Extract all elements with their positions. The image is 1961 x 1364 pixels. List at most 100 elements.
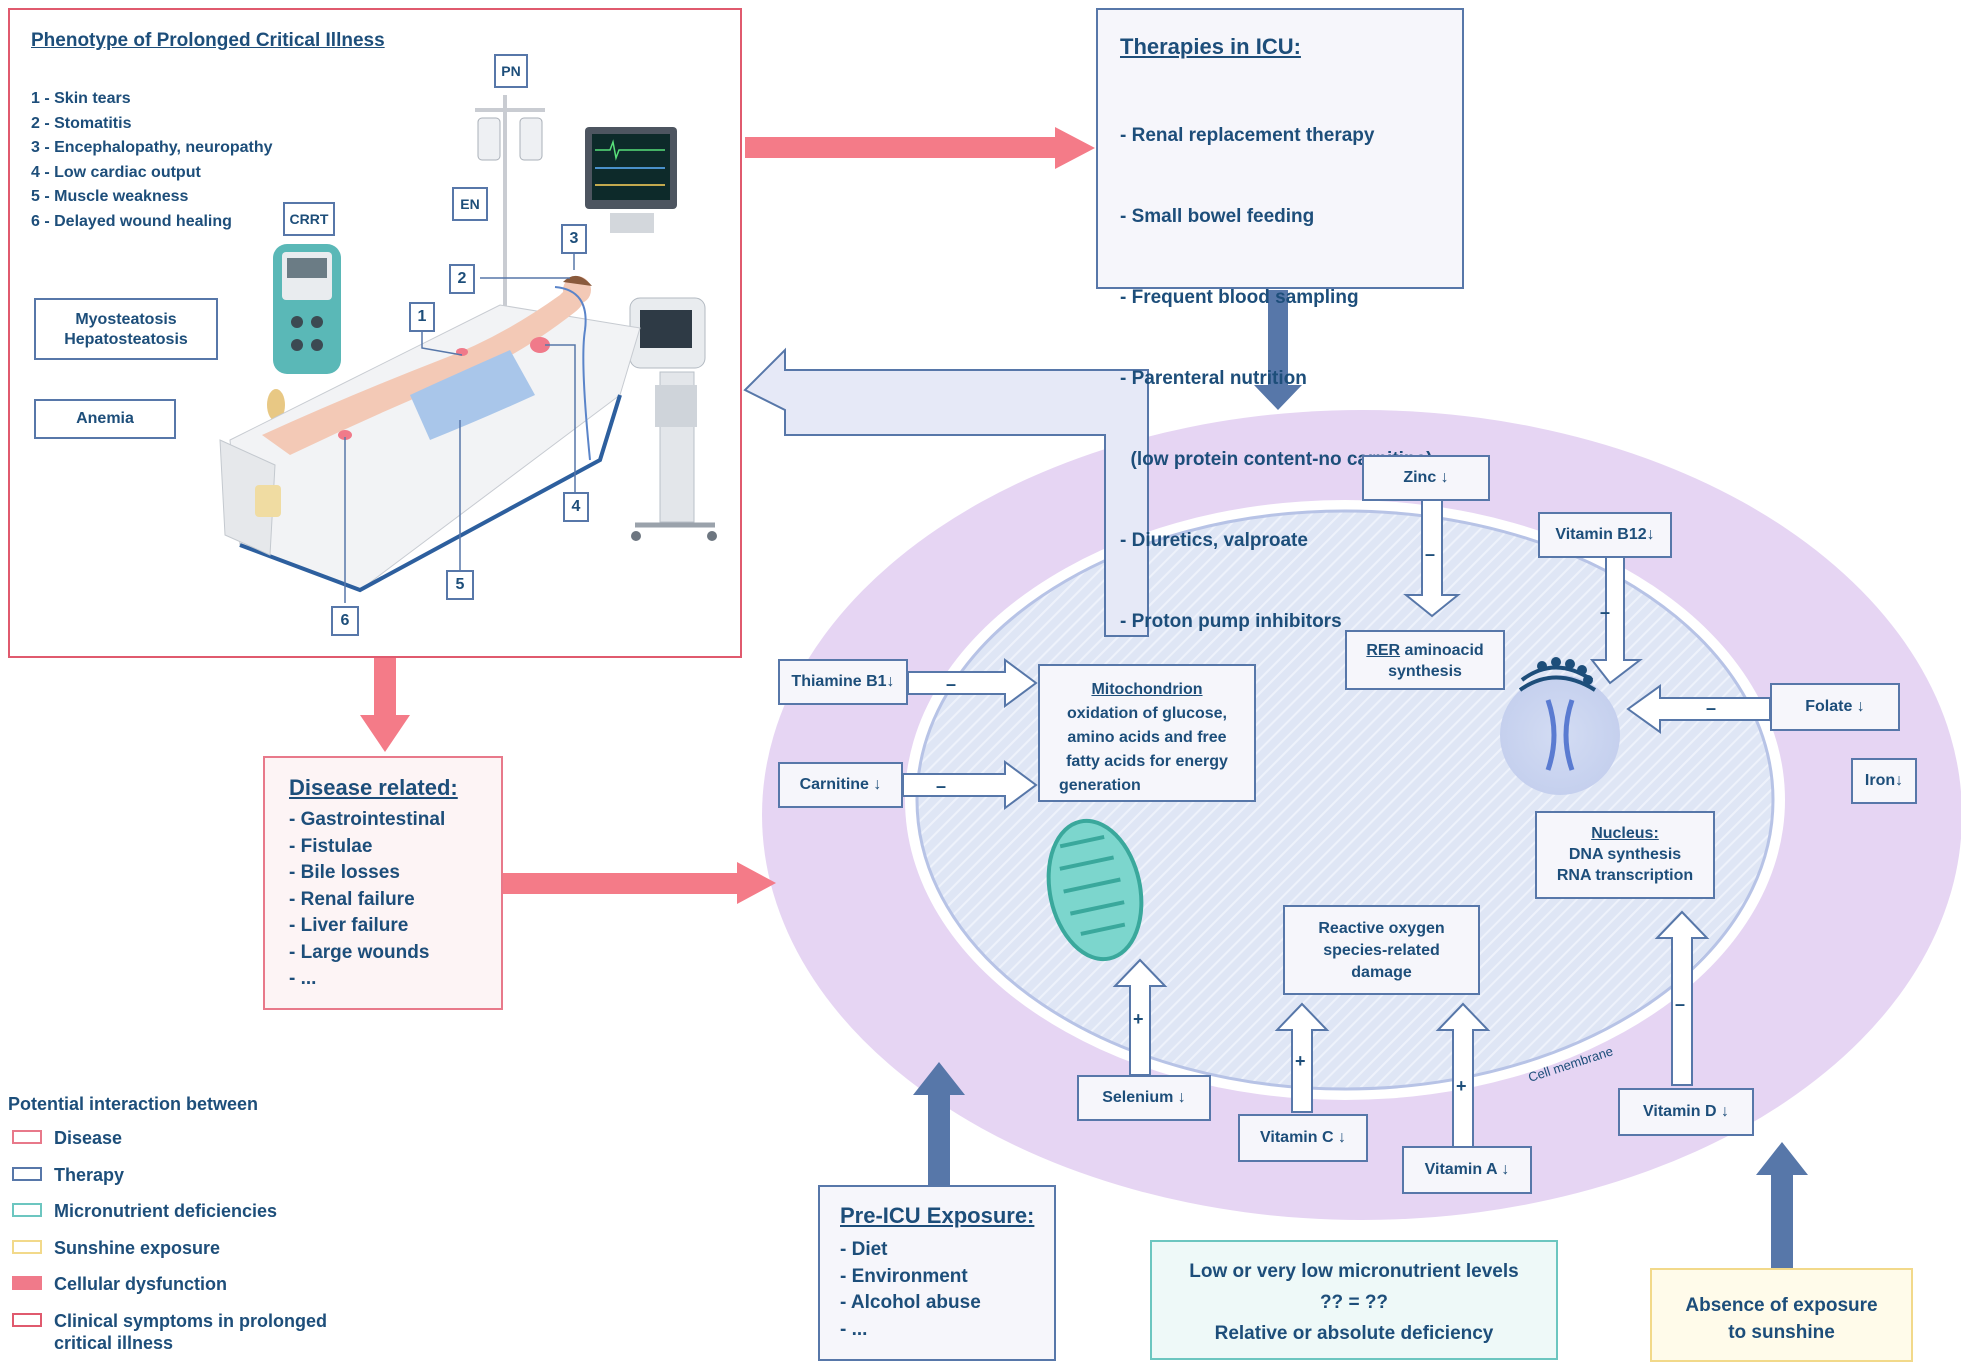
therapy-item: - Frequent blood sampling	[1120, 287, 1359, 308]
phenotype-item: 1 - Skin tears	[31, 90, 131, 107]
phenotype-item: 6 - Delayed wound healing	[31, 212, 232, 230]
mitochondrion-line: generation	[1059, 777, 1141, 794]
vitamin-a-label: Vitamin A ↓	[1424, 1161, 1510, 1178]
legend-item: Micronutrient deficiencies	[8, 1200, 408, 1237]
mitochondrion-box: Mitochondrion oxidation of glucose, amin…	[1038, 664, 1256, 802]
sunshine-line1: Absence of exposure	[1685, 1295, 1878, 1316]
legend-swatch	[12, 1312, 42, 1327]
sign-b12: –	[1600, 602, 1610, 622]
therapy-item: - Parenteral nutrition	[1120, 368, 1307, 389]
legend-label: Sunshine exposure	[54, 1237, 221, 1258]
legend-label: Cellular dysfunction	[54, 1274, 228, 1294]
legend-label: Therapy	[54, 1164, 125, 1185]
pn-label-box: PN	[494, 54, 528, 88]
legend-item: Cellular dysfunction	[8, 1273, 408, 1310]
disease-item: - Gastrointestinal	[289, 809, 446, 830]
phenotype-panel	[8, 8, 742, 658]
sign-selenium: +	[1133, 1009, 1144, 1029]
legend-item: Therapy	[8, 1164, 408, 1201]
vitamin-d-box: Vitamin D ↓	[1618, 1088, 1754, 1136]
legend-swatch	[12, 1276, 42, 1290]
micronutrient-levels-box: Low or very low micronutrient levels ?? …	[1150, 1240, 1558, 1360]
nucleus-box: Nucleus: DNA synthesis RNA transcription	[1535, 811, 1715, 899]
phenotype-list: 1 - Skin tears 2 - Stomatitis 3 - Enceph…	[31, 87, 273, 234]
carnitine-label: Carnitine ↓	[799, 776, 882, 793]
ros-line2: species-related	[1323, 942, 1440, 959]
iron-box: Iron↓	[1851, 758, 1917, 804]
arrow-phenotype-to-therapies	[745, 127, 1095, 169]
folate-box: Folate ↓	[1770, 683, 1900, 731]
rer-line2: synthesis	[1388, 663, 1462, 680]
pre-icu-item: - Environment	[840, 1265, 968, 1287]
chromosome-icon	[1545, 699, 1575, 771]
arrow-preicu-to-cell	[913, 1062, 965, 1188]
disease-title: Disease related:	[289, 775, 458, 800]
marker-2-label: 2	[457, 270, 467, 287]
marker-5-label: 5	[455, 576, 465, 593]
legend-swatch	[12, 1130, 42, 1144]
crrt-label-box: CRRT	[283, 202, 335, 236]
micronutrient-line1: Low or very low micronutrient levels	[1189, 1261, 1519, 1282]
legend-swatch	[12, 1239, 42, 1254]
folate-label: Folate ↓	[1805, 698, 1865, 715]
sign-folate: –	[1706, 698, 1716, 718]
legend-swatch	[12, 1203, 42, 1217]
micronutrient-line2: ?? = ??	[1319, 1292, 1389, 1313]
disease-item: - Bile losses	[289, 862, 400, 883]
marker-3-label: 3	[569, 230, 579, 247]
vitamin-b12-label: Vitamin B12↓	[1555, 526, 1655, 543]
sunshine-box: Absence of exposure to sunshine	[1650, 1268, 1913, 1362]
hepatosteatosis-label: Hepatosteatosis	[64, 331, 188, 348]
marker-leaders	[344, 251, 576, 603]
therapy-item: - Renal replacement therapy	[1120, 125, 1375, 146]
marker-1: 1	[409, 302, 435, 332]
iron-label: Iron↓	[1864, 772, 1904, 789]
myosteatosis-label: Myosteatosis	[75, 311, 177, 328]
rer-title: RER	[1366, 642, 1401, 659]
marker-4: 4	[563, 492, 589, 522]
nucleus-title: Nucleus:	[1591, 825, 1659, 842]
rer-rest: aminoacid	[1400, 642, 1484, 659]
marker-3: 3	[561, 224, 587, 254]
nucleus-circle	[1500, 675, 1620, 795]
sign-zinc: –	[1425, 544, 1435, 564]
pre-icu-list: - Diet - Environment - Alcohol abuse - .…	[840, 1237, 1054, 1343]
zinc-box: Zinc ↓	[1362, 455, 1490, 501]
en-label-box: EN	[452, 187, 488, 221]
rer-icon	[1518, 657, 1597, 692]
pn-label: PN	[501, 63, 521, 79]
crrt-label: CRRT	[289, 211, 329, 227]
arrow-sunshine-to-cell	[1756, 1142, 1808, 1268]
legend-item: Disease	[8, 1127, 408, 1164]
disease-box: Disease related: - Gastrointestinal - Fi…	[263, 756, 503, 1010]
sign-thiamine: –	[946, 674, 956, 694]
pre-icu-title: Pre-ICU Exposure:	[840, 1203, 1035, 1228]
selenium-box: Selenium ↓	[1077, 1075, 1211, 1121]
sign-vita: +	[1456, 1076, 1467, 1096]
disease-item: - Liver failure	[289, 915, 409, 936]
disease-list: - Gastrointestinal - Fistulae - Bile los…	[289, 807, 501, 993]
therapy-item: - Small bowel feeding	[1120, 206, 1315, 227]
sign-vitc: +	[1295, 1051, 1306, 1071]
legend-title: Potential interaction between	[8, 1094, 259, 1114]
vitamin-a-box: Vitamin A ↓	[1402, 1146, 1532, 1194]
anemia-box: Anemia	[34, 399, 176, 439]
micronutrient-line3: Relative or absolute deficiency	[1214, 1323, 1494, 1344]
therapies-list: - Renal replacement therapy - Small bowe…	[1120, 68, 1462, 689]
sign-carnitine: –	[936, 776, 946, 796]
disease-item: - ...	[289, 968, 317, 989]
legend-item: Sunshine exposure	[8, 1237, 408, 1274]
mitochondrion-title: Mitochondrion	[1091, 681, 1203, 698]
mitochondrion-line: fatty acids for energy	[1066, 753, 1228, 770]
carnitine-box: Carnitine ↓	[778, 762, 903, 808]
arrow-cell-to-phenotype	[743, 347, 1149, 637]
sunshine-line2: to sunshine	[1728, 1322, 1835, 1343]
marker-2: 2	[449, 264, 475, 294]
pre-icu-box: Pre-ICU Exposure: - Diet - Environment -…	[818, 1185, 1056, 1361]
vitamin-c-label: Vitamin C ↓	[1260, 1129, 1346, 1146]
arrow-disease-to-cell	[502, 862, 776, 904]
marker-4-label: 4	[571, 498, 581, 515]
